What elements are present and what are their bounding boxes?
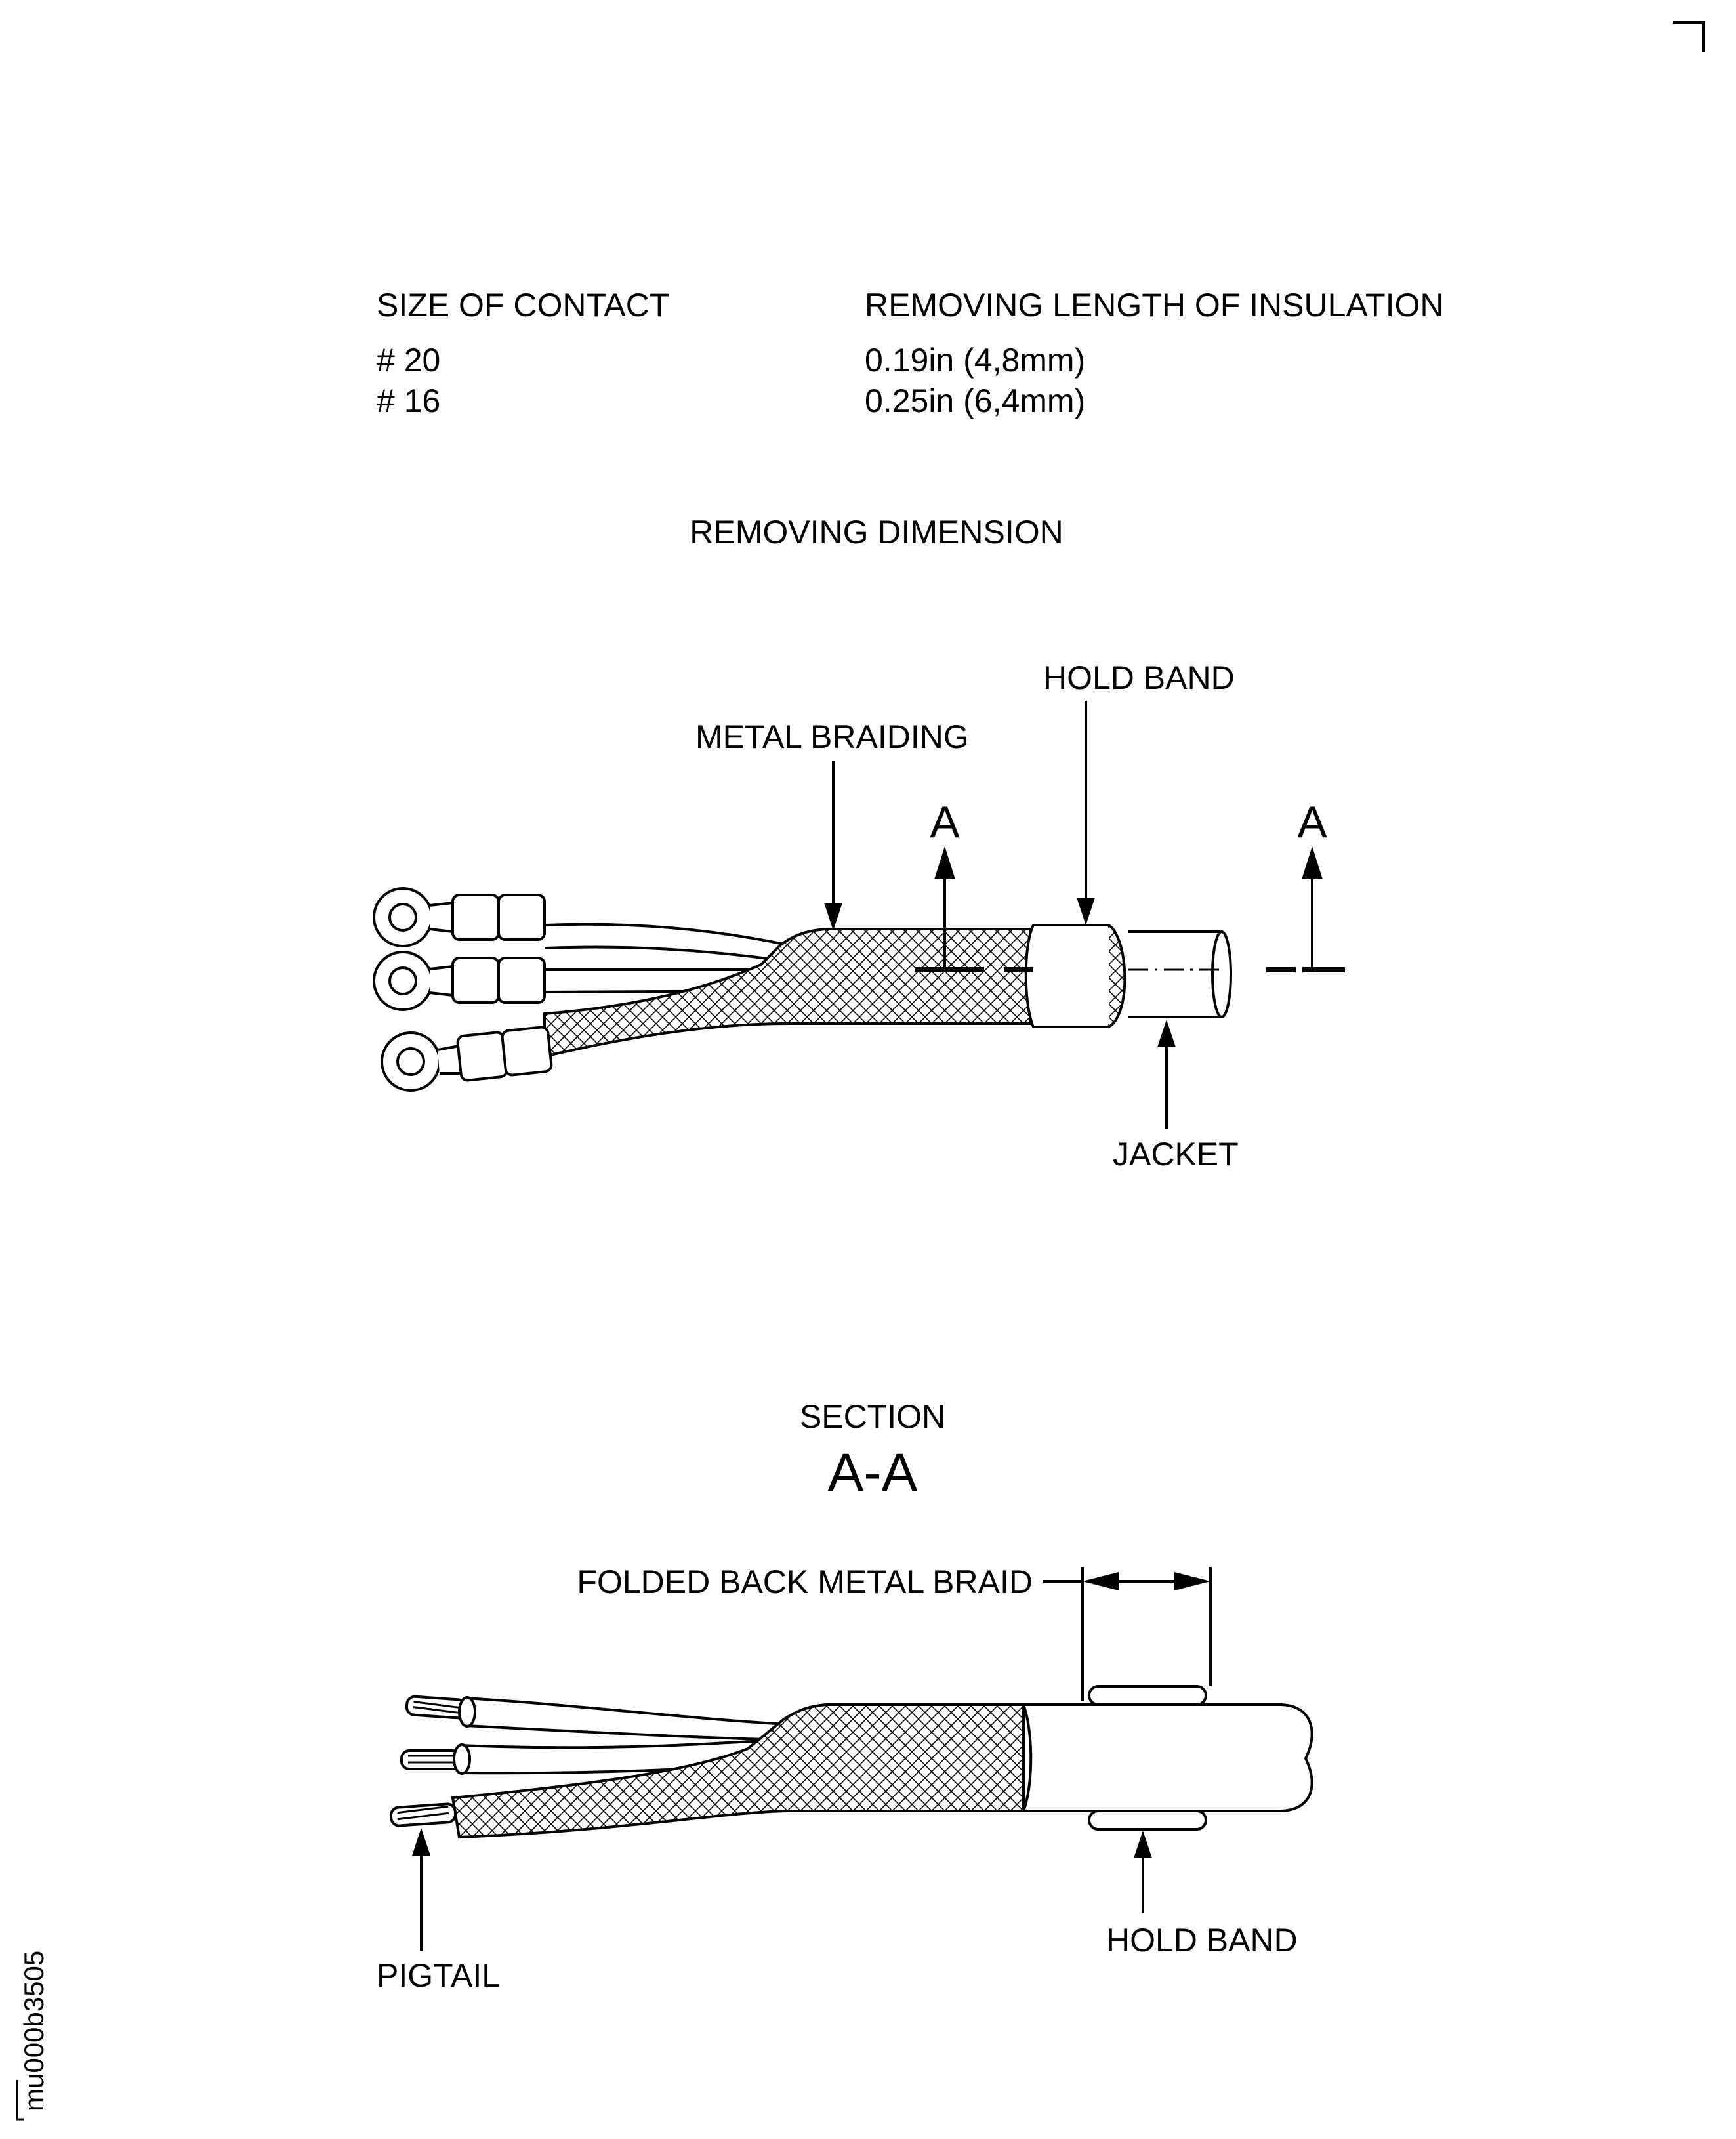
- label-metal-braiding: METAL BRAIDING: [695, 718, 969, 755]
- pigtail-end: [389, 1802, 457, 1827]
- insulation-table: SIZE OF CONTACT REMOVING LENGTH OF INSUL…: [377, 287, 1444, 419]
- jacket-end: [1211, 930, 1232, 1018]
- section-aa-figure: FOLDED BACK METAL BRAID PIGTAIL HOLD BAN…: [377, 1564, 1313, 1994]
- label-hold-band-top: HOLD BAND: [1043, 659, 1235, 696]
- crimp-barrel-bot-2: [501, 1026, 553, 1077]
- section-jacket-outline: [1023, 1703, 1279, 1812]
- crimp-barrel-mid-2: [497, 957, 546, 1004]
- section-marker-right: A: [1297, 797, 1327, 847]
- crimp-barrel-bot-1: [456, 1031, 508, 1082]
- crimp-barrel-top-2: [497, 894, 546, 941]
- section-marker-left: A: [930, 797, 960, 847]
- label-pigtail: PIGTAIL: [377, 1957, 500, 1994]
- wire-end-top: [405, 1695, 808, 1741]
- section-designation: A-A: [828, 1443, 918, 1503]
- removing-dimension-figure: A A METAL BRAIDING HOLD BAND JACKET: [373, 659, 1345, 1173]
- removing-dimension-title: REMOVING DIMENSION: [690, 514, 1063, 550]
- wire-end-middle: [400, 1739, 775, 1775]
- leader-jacket-head: [1157, 1020, 1176, 1047]
- figure-id: mu000b3505: [18, 1951, 49, 2111]
- section-hold-band-top: [1088, 1685, 1207, 1706]
- wire-top-upper: [544, 923, 788, 946]
- ring-terminal-middle: [373, 951, 546, 1011]
- table-header-contact-size: SIZE OF CONTACT: [377, 287, 669, 323]
- table-cell-size-16: # 16: [377, 383, 440, 419]
- table-cell-length-20: 0.19in (4,8mm): [865, 342, 1085, 379]
- jacket-outline: [1128, 930, 1220, 1018]
- leader-hold-band-bottom-head: [1134, 1831, 1152, 1858]
- label-hold-band-bottom: HOLD BAND: [1106, 1922, 1298, 1959]
- section-hold-band-bottom: [1088, 1810, 1207, 1831]
- section-title: SECTION: [800, 1398, 945, 1435]
- leader-pigtail-head: [412, 1828, 430, 1856]
- label-folded-back-braid: FOLDED BACK METAL BRAID: [577, 1564, 1033, 1600]
- metal-braiding-shape: [543, 928, 1031, 1058]
- crimp-barrel-mid-1: [451, 957, 500, 1004]
- hold-band-shape: [1024, 924, 1118, 1028]
- dimension-extension-lines: [1081, 1567, 1212, 1701]
- corner-crop-mark: [1673, 21, 1705, 52]
- folded-braid-edge: [1107, 924, 1126, 1028]
- dimension-arrow-right: [1174, 1572, 1210, 1590]
- label-jacket: JACKET: [1113, 1136, 1239, 1173]
- section-jacket-end: [1279, 1703, 1313, 1812]
- crimp-barrel-top-1: [451, 894, 500, 941]
- ring-terminal-top: [373, 887, 546, 947]
- section-arrow-right-head: [1302, 846, 1323, 879]
- leader-hold-band-head: [1077, 898, 1095, 925]
- table-header-removing-length: REMOVING LENGTH OF INSULATION: [865, 287, 1444, 323]
- section-arrow-left-head: [934, 846, 955, 879]
- wire-top-lower: [544, 945, 788, 963]
- ring-terminal-bottom: [381, 1026, 553, 1092]
- section-braid-fold: [1022, 1704, 1033, 1812]
- section-braid-shape: [451, 1703, 1025, 1839]
- table-cell-length-16: 0.25in (6,4mm): [865, 383, 1085, 419]
- leader-metal-braiding-head: [824, 903, 842, 930]
- dimension-arrow-left: [1083, 1572, 1119, 1590]
- table-cell-size-20: # 20: [377, 342, 440, 379]
- figure-id-bracket: [16, 2080, 24, 2121]
